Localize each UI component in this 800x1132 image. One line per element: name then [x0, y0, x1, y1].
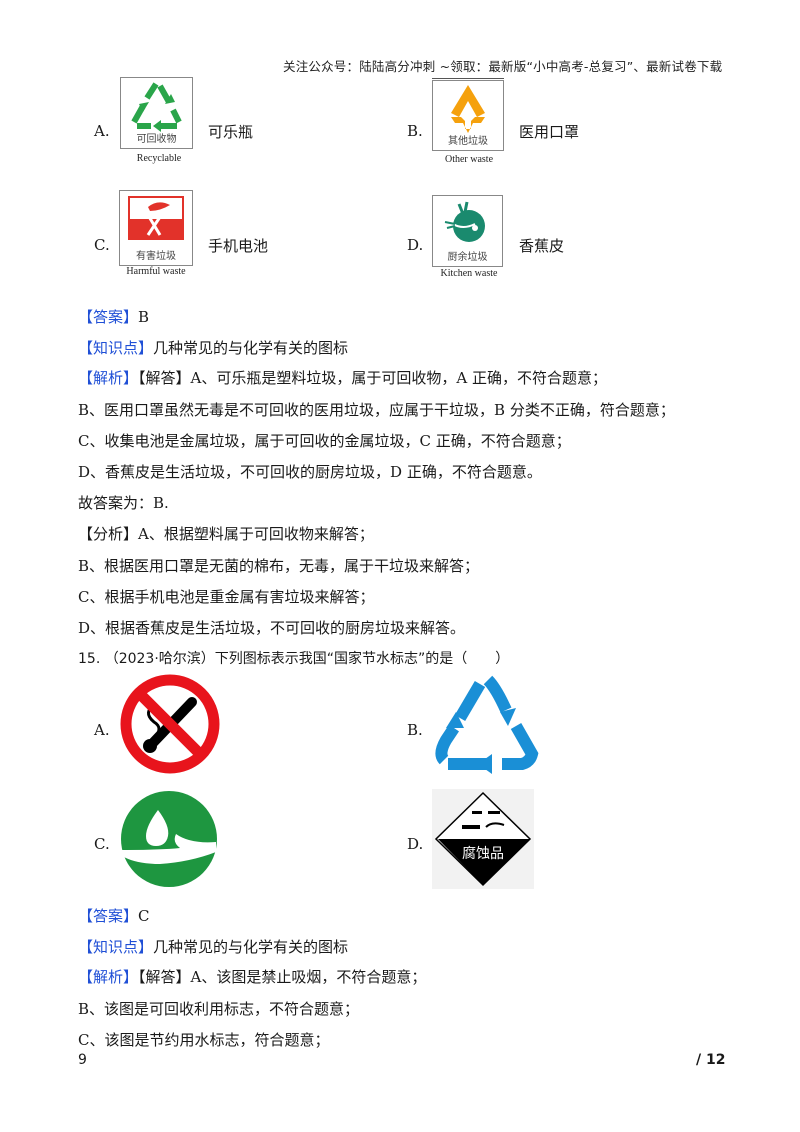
- option-b-letter: B.: [407, 122, 423, 140]
- q15-option-b-letter: B.: [407, 721, 423, 739]
- bin-label-cn: 其他垃圾: [448, 136, 488, 147]
- q15-analysis-line-1: B、该图是可回收利用标志，不符合题意；: [78, 1000, 360, 1018]
- no-smoking-icon: [120, 674, 220, 778]
- answer-value: C: [138, 907, 150, 925]
- knowledge-tag: 【知识点】: [78, 938, 154, 956]
- q14-analysis-line-0: 【解析】【解答】A、可乐瓶是塑料垃圾，属于可回收物，A 正确，不符合题意；: [78, 367, 607, 388]
- q15-analysis-line-0: 【解析】【解答】A、该图是禁止吸烟，不符合题意；: [78, 966, 426, 987]
- bin-label-cn: 可回收物: [136, 134, 177, 145]
- option-c-letter: C.: [94, 236, 110, 254]
- q15-option-c-letter: C.: [94, 835, 110, 853]
- page-header: 关注公众号：陆陆高分冲刺 ~领取：最新版“小中高考-总复习”、最新试卷下载: [283, 59, 723, 74]
- q15-analysis-line-2: C、该图是节约用水标志，符合题意；: [78, 1031, 330, 1049]
- bin-label-en: Harmful waste: [126, 266, 186, 277]
- bin-label-en: Kitchen waste: [440, 268, 498, 279]
- corrosive-label: 腐蚀品: [462, 846, 504, 862]
- analysis-tag: 【解析】: [78, 369, 139, 387]
- bin-label-cn: 有害垃圾: [136, 251, 176, 262]
- recyclable-bin-icon: 可回收物: [120, 77, 193, 149]
- bin-label-en: Recyclable: [136, 153, 182, 164]
- q14-analysis-line-1: B、医用口罩虽然无毒是不可回收的医用垃圾，应属于干垃圾，B 分类不正确，符合题意…: [78, 401, 675, 419]
- q14-knowledge: 【知识点】几种常见的与化学有关的图标: [78, 337, 348, 358]
- q14-analysis-line-6: B、根据医用口罩是无菌的棉布，无毒，属于干垃圾来解答；: [78, 557, 480, 575]
- option-d-letter: D.: [407, 236, 424, 254]
- bin-label-cn: 厨余垃圾: [447, 252, 488, 263]
- recycle-icon: [430, 674, 540, 778]
- q15-option-d-letter: D.: [407, 835, 424, 853]
- q14-analysis-line-2: C、收集电池是金属垃圾，属于可回收的金属垃圾，C 正确，不符合题意；: [78, 432, 571, 450]
- answer-value: B: [138, 308, 150, 326]
- analysis-tag: 【解析】: [78, 968, 139, 986]
- kitchen-waste-bin-icon: 厨余垃圾: [432, 195, 503, 267]
- knowledge-value: 几种常见的与化学有关的图标: [153, 339, 349, 357]
- q14-answer: 【答案】B: [78, 306, 149, 327]
- q14-analysis-line-7: C、根据手机电池是重金属有害垃圾来解答；: [78, 588, 375, 606]
- q15-knowledge: 【知识点】几种常见的与化学有关的图标: [78, 936, 348, 957]
- q15-answer: 【答案】C: [78, 905, 150, 926]
- option-c-label: 手机电池: [208, 237, 269, 255]
- harmful-waste-bin-icon: 有害垃圾: [119, 190, 193, 266]
- water-saving-icon: [120, 790, 218, 892]
- knowledge-value: 几种常见的与化学有关的图标: [153, 938, 349, 956]
- option-d-label: 香蕉皮: [519, 237, 565, 255]
- header-underline: [432, 78, 504, 79]
- answer-tag: 【答案】: [78, 907, 139, 925]
- q15-stem: 15. （2023·哈尔滨）下列图标表示我国“国家节水标志”的是（ ）: [78, 651, 510, 667]
- q14-analysis-line-5: 【分析】A、根据塑料属于可回收物来解答；: [78, 525, 374, 543]
- q14-analysis-line-3: D、香蕉皮是生活垃圾，不可回收的厨房垃圾，D 正确，不符合题意。: [78, 463, 542, 481]
- knowledge-tag: 【知识点】: [78, 339, 154, 357]
- option-a-letter: A.: [94, 122, 110, 140]
- analysis-text: 【解答】A、该图是禁止吸烟，不符合题意；: [138, 968, 427, 986]
- other-waste-bin-icon: 其他垃圾: [432, 80, 504, 151]
- option-a-label: 可乐瓶: [208, 123, 254, 141]
- q14-analysis-line-8: D、根据香蕉皮是生活垃圾，不可回收的厨房垃圾来解答。: [78, 619, 466, 637]
- q15-option-a-letter: A.: [94, 721, 110, 739]
- bin-label-en: Other waste: [444, 154, 494, 165]
- page-number: 9: [78, 1052, 87, 1068]
- answer-tag: 【答案】: [78, 308, 139, 326]
- corrosive-icon: 腐蚀品: [432, 789, 534, 889]
- option-b-label: 医用口罩: [519, 123, 580, 141]
- q14-conclusion: 故答案为：B.: [78, 494, 169, 512]
- analysis-text: 【解答】A、可乐瓶是塑料垃圾，属于可回收物，A 正确，不符合题意；: [138, 369, 607, 387]
- page-total: / 12: [696, 1052, 726, 1068]
